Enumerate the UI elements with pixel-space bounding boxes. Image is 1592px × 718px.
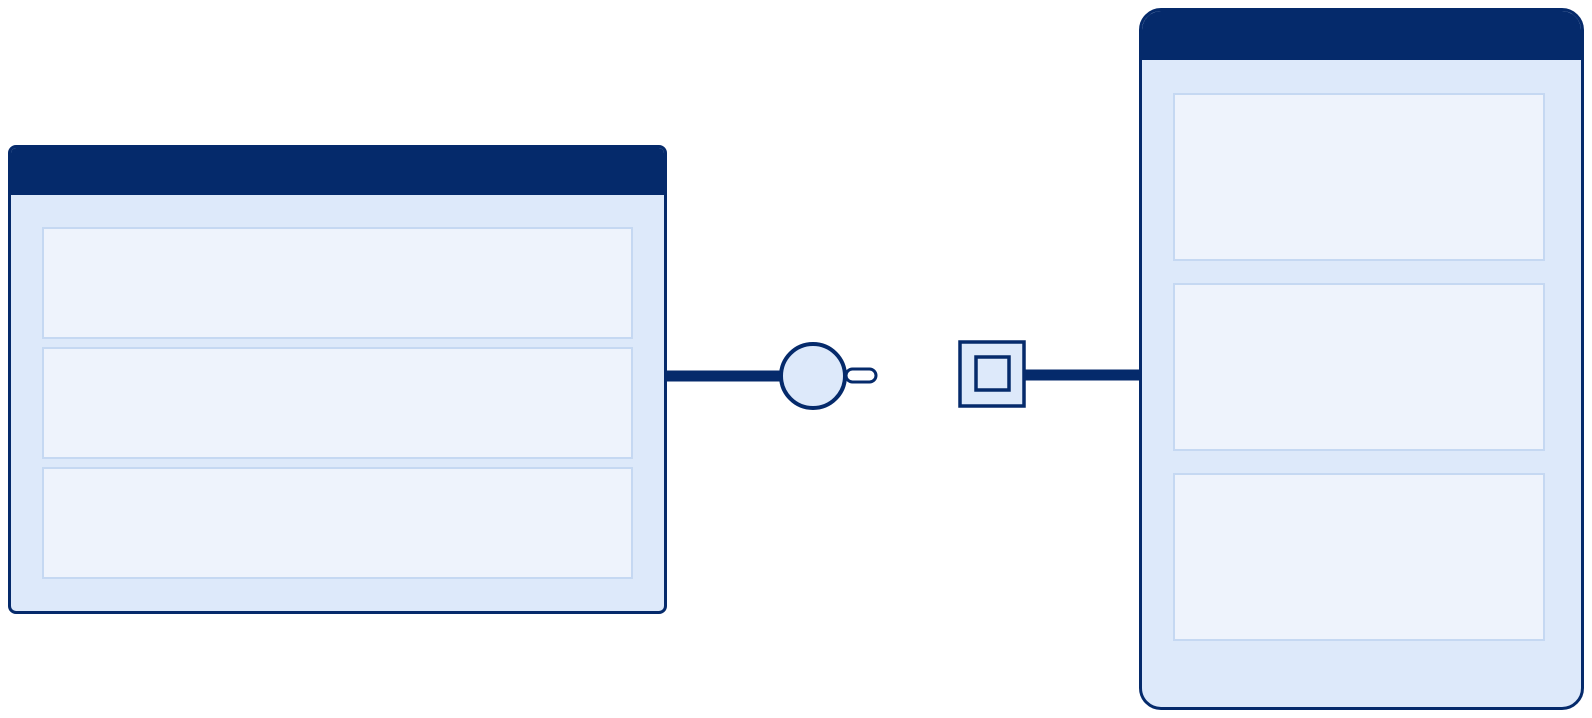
left-component[interactable] [8,145,667,614]
required-interface-connector [958,340,1142,408]
right-component-header [1142,11,1581,60]
lollipop-tab-icon [844,367,878,384]
left-compartment-3 [42,467,633,579]
right-compartment-1 [1173,93,1545,261]
left-compartment-1 [42,227,633,339]
square-port-inner-icon [974,355,1011,392]
right-compartment-3 [1173,473,1545,641]
right-component[interactable] [1139,8,1584,710]
left-compartment-2 [42,347,633,459]
lollipop-circle-icon[interactable] [779,342,847,410]
provided-interface-connector [664,342,878,410]
left-component-header [11,148,664,195]
right-compartment-2 [1173,283,1545,451]
